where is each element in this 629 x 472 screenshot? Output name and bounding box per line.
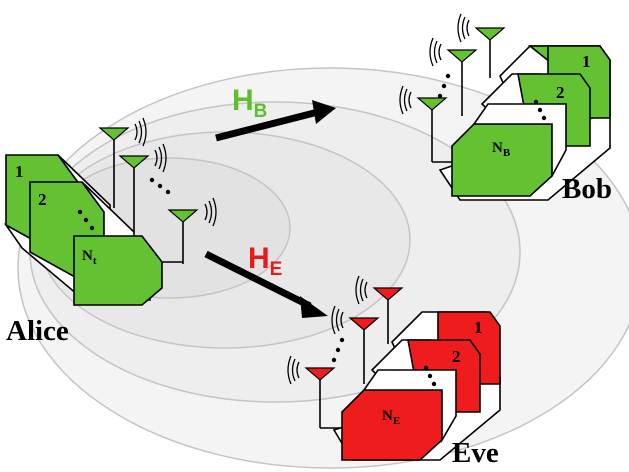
- bob-card-nb: [451, 123, 553, 197]
- bob-receiver: 1 2 NB Bob: [399, 13, 612, 205]
- eve-antenna-array: [287, 275, 404, 429]
- alice-transmitter: 1 2 Nt Alice: [3, 117, 217, 347]
- vertical-dots-icon: [533, 99, 547, 121]
- vertical-dots-icon: [437, 73, 451, 99]
- alice-label: Alice: [6, 315, 69, 347]
- arrowhead-icon: [312, 100, 336, 124]
- channel-arrow-bob: [215, 108, 319, 142]
- vertical-dots-icon: [149, 177, 171, 195]
- eve-rf-chain-stack: 1 2 NE: [332, 311, 501, 461]
- eve-label: Eve: [452, 437, 499, 469]
- antenna-icon: [446, 49, 478, 63]
- bob-card-nb-label: NB: [492, 140, 511, 159]
- eve-card-ne-label: NE: [382, 408, 400, 427]
- vertical-dots-icon: [423, 365, 437, 387]
- vertical-dots-icon: [77, 209, 95, 231]
- vertical-dots-icon: [331, 337, 345, 363]
- alice-card-nt-label: Nt: [82, 248, 97, 267]
- channel-to-bob: HB: [215, 84, 336, 142]
- bob-label: Bob: [562, 173, 612, 205]
- alice-card-1-label: 1: [15, 162, 24, 181]
- antenna-icon: [372, 287, 404, 301]
- alice-card-2-label: 2: [38, 190, 47, 209]
- channel-eve-label: HE: [248, 242, 282, 280]
- antenna-icon: [304, 367, 336, 381]
- eve-receiver: 1 2 NE Eve: [287, 275, 501, 469]
- antenna-icon: [416, 97, 448, 111]
- alice-rf-chain-stack: 1 2 Nt: [3, 154, 163, 306]
- antenna-icon: [167, 209, 199, 223]
- eve-card-1-label: 1: [474, 318, 483, 337]
- channel-bob-label: HB: [232, 84, 267, 122]
- antenna-icon: [118, 155, 150, 169]
- antenna-icon: [98, 127, 130, 141]
- bob-card-2-label: 2: [556, 83, 565, 102]
- arrowhead-icon: [300, 296, 328, 318]
- alice-card-nt: [73, 235, 163, 306]
- radio-wave-icon: [457, 13, 470, 43]
- bob-antenna-array: [399, 13, 506, 163]
- antenna-icon: [348, 317, 380, 331]
- bob-rf-chain-stack: 1 2 NB: [438, 45, 611, 201]
- bob-card-1-label: 1: [582, 52, 591, 71]
- alice-antenna-array: [98, 117, 217, 264]
- eve-card-2-label: 2: [452, 347, 461, 366]
- channel-to-eve: HE: [204, 242, 328, 318]
- antenna-icon: [474, 27, 506, 41]
- radio-wave-icon: [429, 37, 442, 67]
- channel-arrow-eve: [204, 250, 312, 310]
